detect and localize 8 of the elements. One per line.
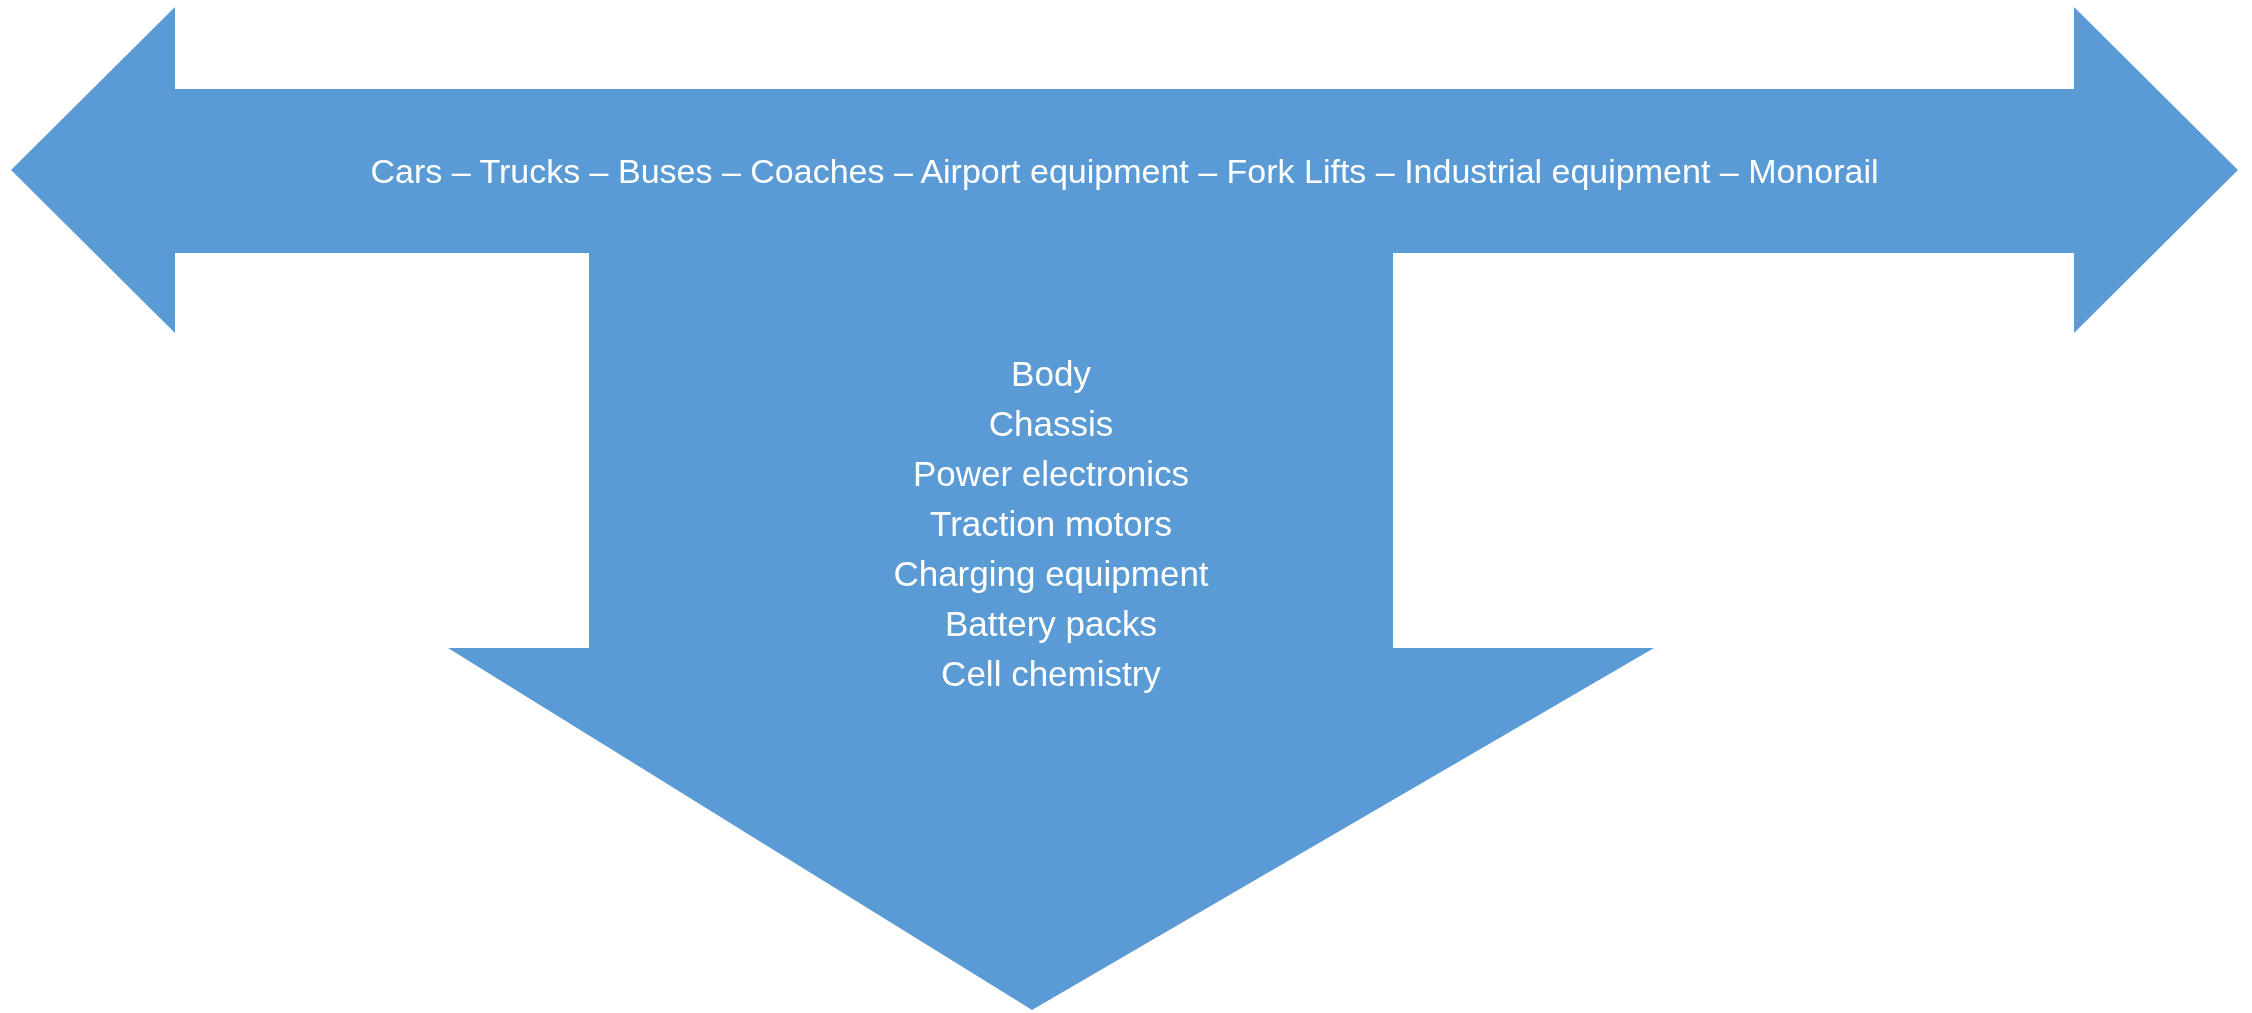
component-text: Battery packs	[944, 603, 1157, 645]
component-text: Charging equipment	[893, 553, 1209, 595]
component-text: Traction motors	[930, 503, 1172, 545]
category-text: Cars – Trucks – Buses – Coaches – Airport equipment – Fork Lifts – Industrial equipment – Monorail	[370, 150, 1879, 192]
component-text: Chassis	[988, 403, 1114, 445]
component-text: Power electronics	[912, 453, 1190, 495]
component-text: Cell chemistry	[941, 653, 1161, 695]
component-text: Body	[1011, 353, 1091, 395]
